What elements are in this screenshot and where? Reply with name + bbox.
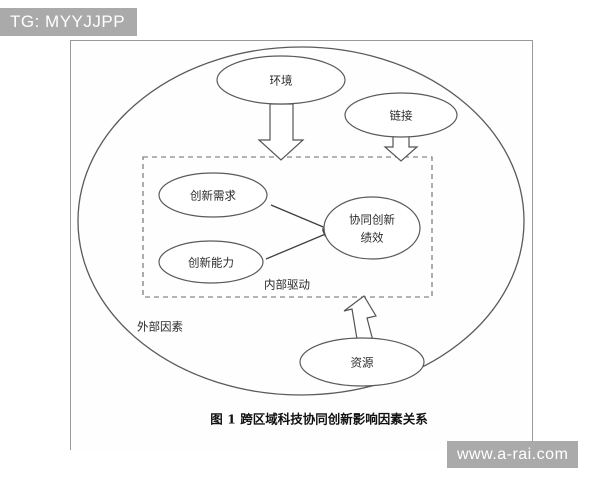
node-environment-ellipse[interactable] [216,55,346,105]
external-factors-boundary-ellipse [77,46,525,396]
document-page-panel [70,40,533,450]
node-innovation-demand-ellipse[interactable] [158,172,268,218]
node-link-ellipse[interactable] [344,92,458,138]
internal-drive-label: 内部驱动 [264,278,310,292]
node-link-label: 链接 [390,109,413,123]
node-resource-ellipse[interactable] [299,337,425,387]
node-environment-label: 环境 [270,74,293,88]
watermark-top-left: TG: MYYJJPP [0,8,138,36]
watermark-bottom-right: www.a-rai.com [447,441,579,468]
figure-caption-title: 跨区域科技协同创新影响因素关系 [240,412,428,427]
node-innovation-demand-label: 创新需求 [190,189,236,203]
internal-drive-dashed-box [142,156,433,298]
node-resource-label: 资源 [351,356,374,370]
block-arrow-environment-down [257,103,305,161]
node-performance-label-line2: 绩效 [361,231,384,245]
node-performance-ellipse[interactable] [323,196,421,260]
node-performance-label-line1: 协同创新 [349,213,395,227]
node-innovation-capability-ellipse[interactable] [158,240,264,284]
figure-caption-number: 图 1 [210,412,236,427]
arrow-demand-to-performance [270,204,329,230]
node-innovation-capability-label: 创新能力 [188,256,234,270]
external-factors-label: 外部因素 [137,320,183,334]
arrow-capability-to-performance [265,232,329,260]
block-arrow-resource-up [343,295,377,346]
